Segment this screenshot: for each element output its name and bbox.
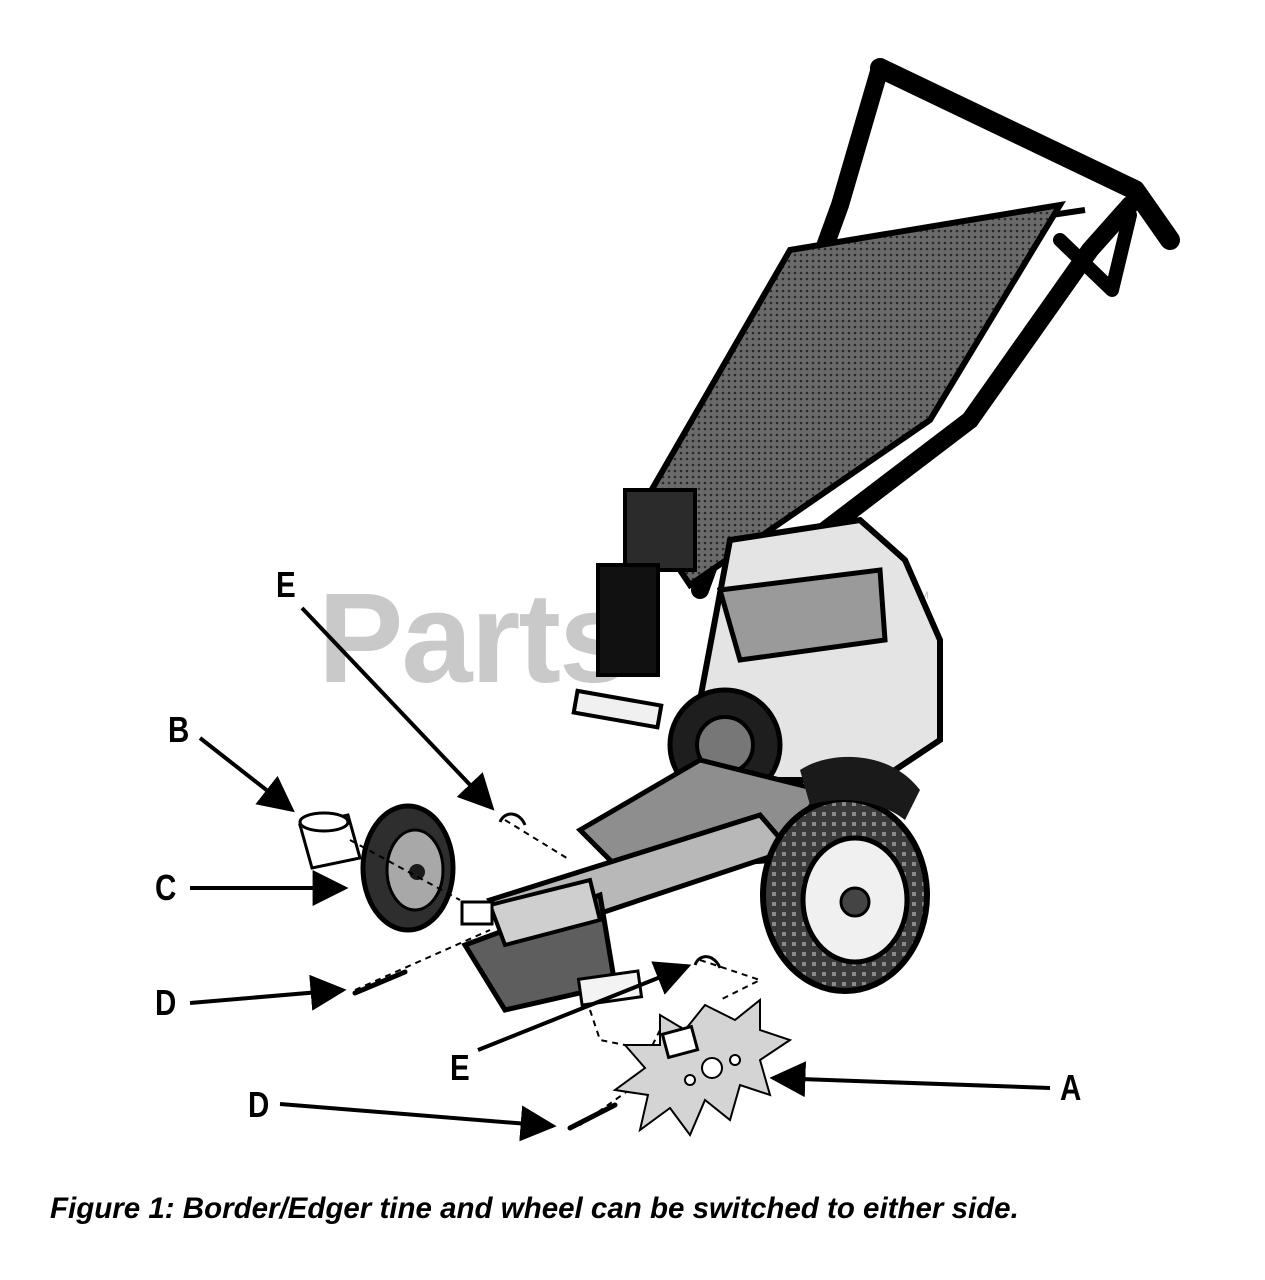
arrow-d-lower [279,1102,557,1142]
callout-label-e-lower: E [450,1047,470,1088]
callout-label-e-upper: E [276,564,296,605]
callout-label-d-lower: D [248,1084,270,1125]
hairpin-clip [498,812,722,969]
callout-label-a: A [1060,1067,1082,1108]
engine [571,488,943,803]
callout-label-d-upper: D [155,982,177,1023]
arrow-e-upper [300,606,495,811]
arrow-d-upper [189,974,347,1011]
stub-axle [460,900,494,926]
handle [636,58,1180,599]
border-edger-tine [612,997,793,1137]
arrow-b [198,736,295,813]
callout-label-c: C [155,867,177,908]
spacer [298,811,362,870]
figure-caption: Figure 1: Border/Edger tine and wheel ca… [50,1192,1019,1225]
arrow-e-lower [477,961,692,1052]
callout-arrows [189,606,1051,1142]
loose-wheel [360,803,456,933]
arrow-a [769,1061,1051,1098]
callout-label-b: B [168,709,190,750]
mounted-wheel [760,756,930,994]
pin [352,969,618,1131]
